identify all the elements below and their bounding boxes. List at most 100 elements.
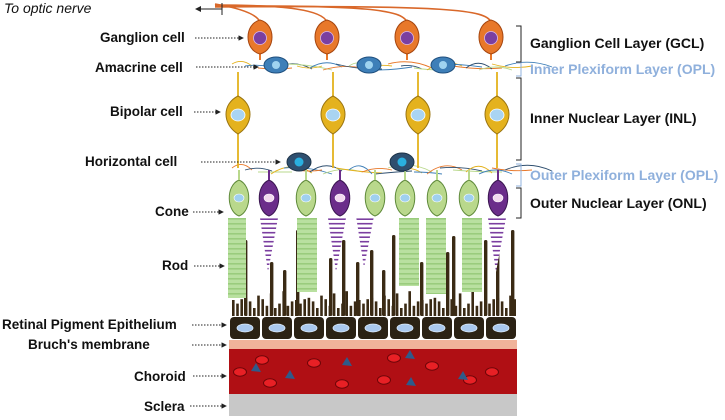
microvillus [366,299,369,316]
label-opl: Outer Plexiform Layer (OPL) [530,167,718,183]
microvillus [236,303,239,316]
cone-outer-segment [488,218,506,272]
amacrine-nucleus [272,61,280,69]
outer-plexiform-neurite [413,171,443,175]
bipolar-nucleus [230,108,246,122]
microvillus [286,305,290,316]
microvillus [509,295,512,316]
optic-nerve-label-group: To optic nerve [4,0,223,16]
bruch-membrane-layer [229,340,517,349]
rpe-nucleus [300,323,318,333]
microvillus [463,308,466,316]
photoreceptor-nucleus [233,193,245,203]
outer-plexiform-neurite [374,170,413,175]
microvillus [437,301,441,316]
red-blood-cell [255,355,269,365]
tissue-layers [229,340,517,416]
microvillus [345,291,348,316]
label-inl: Inner Nuclear Layer (INL) [530,110,697,126]
microvillus [387,299,390,316]
ganglion-nucleus [400,31,414,45]
microvillus [408,291,411,316]
rpe-nucleus [460,323,478,333]
inner-plexiform-neurite [309,62,343,69]
retinal-pigment-epithelium-cells [230,220,516,339]
microvillus [253,308,256,316]
ganglion-nucleus [253,31,267,45]
rod-outer-segment [297,218,317,292]
photoreceptor-nucleus [492,193,504,203]
microvillus [492,299,495,316]
sclera-layer [229,394,517,416]
microvillus [475,305,479,316]
label-cone: Cone [155,204,189,219]
inner-plexiform-neurite [387,61,433,69]
rod-outer-segment [399,218,419,286]
bracket-gcl [516,25,522,63]
horizontal-nucleus [294,157,304,167]
ganglion-nucleus [484,31,498,45]
cell-labels: Ganglion cell Amacrine cell Bipolar cell… [2,30,281,414]
ganglion-cells [247,19,504,60]
microvillus [316,308,319,316]
pigment-process [329,258,333,316]
microvillus [425,303,428,316]
label-ipl: Inner Plexiform Layer (OPL) [530,61,715,77]
outer-plexiform-neurite [244,167,273,172]
microvillus [303,299,306,316]
amacrine-cells [263,56,456,74]
rod-outer-segment [462,218,482,292]
outer-plexiform-neurite [491,167,533,172]
microvillus [442,308,445,316]
rod-outer-segment [228,218,246,298]
microvillus [500,301,504,316]
microvillus [353,301,357,316]
pigment-process [392,235,396,316]
microvillus [324,299,327,316]
microvillus [404,303,407,316]
microvillus [400,308,403,316]
rpe-nucleus [332,323,350,333]
choroid-cell [251,363,261,372]
pigment-process [452,236,456,316]
microvillus [311,301,315,316]
photoreceptor-nucleus [300,193,312,203]
label-rod: Rod [162,258,188,273]
rpe-nucleus [396,323,414,333]
outer-plexiform-neurite [348,165,373,175]
microvillus [320,295,323,316]
microvillus [433,297,437,316]
microvillus [299,303,302,316]
choroid-cell [285,370,295,379]
microvillus [332,293,336,316]
photoreceptor-nucleus [263,193,275,203]
microvillus [257,295,260,316]
microvillus [349,305,353,316]
microvillus [429,299,432,316]
microvillus [274,308,277,316]
microvillus [248,301,252,316]
outer-plexiform-neurite [335,167,383,174]
microvillus [471,291,474,316]
outer-plexiform-neurite [504,164,553,172]
label-choroid: Choroid [134,369,186,384]
outer-plexiform-neurite [478,169,513,175]
microvillus [240,299,243,316]
photoreceptor-outer-segments [228,216,506,298]
choroid-cell [342,357,352,366]
pigment-process [283,270,287,316]
microvillus [488,303,491,316]
photoreceptor-nucleus [431,193,443,203]
pigment-process [511,230,515,316]
rpe-nucleus [428,323,446,333]
rpe-nucleus [268,323,286,333]
inner-plexiform-neurite [504,61,553,68]
pigment-process [370,250,374,316]
red-blood-cell [387,353,401,363]
red-blood-cell [307,358,321,368]
microvillus [416,301,420,316]
photoreceptor-nucleus [399,193,411,203]
pigment-process [446,252,450,316]
choroid-cell [458,371,468,380]
